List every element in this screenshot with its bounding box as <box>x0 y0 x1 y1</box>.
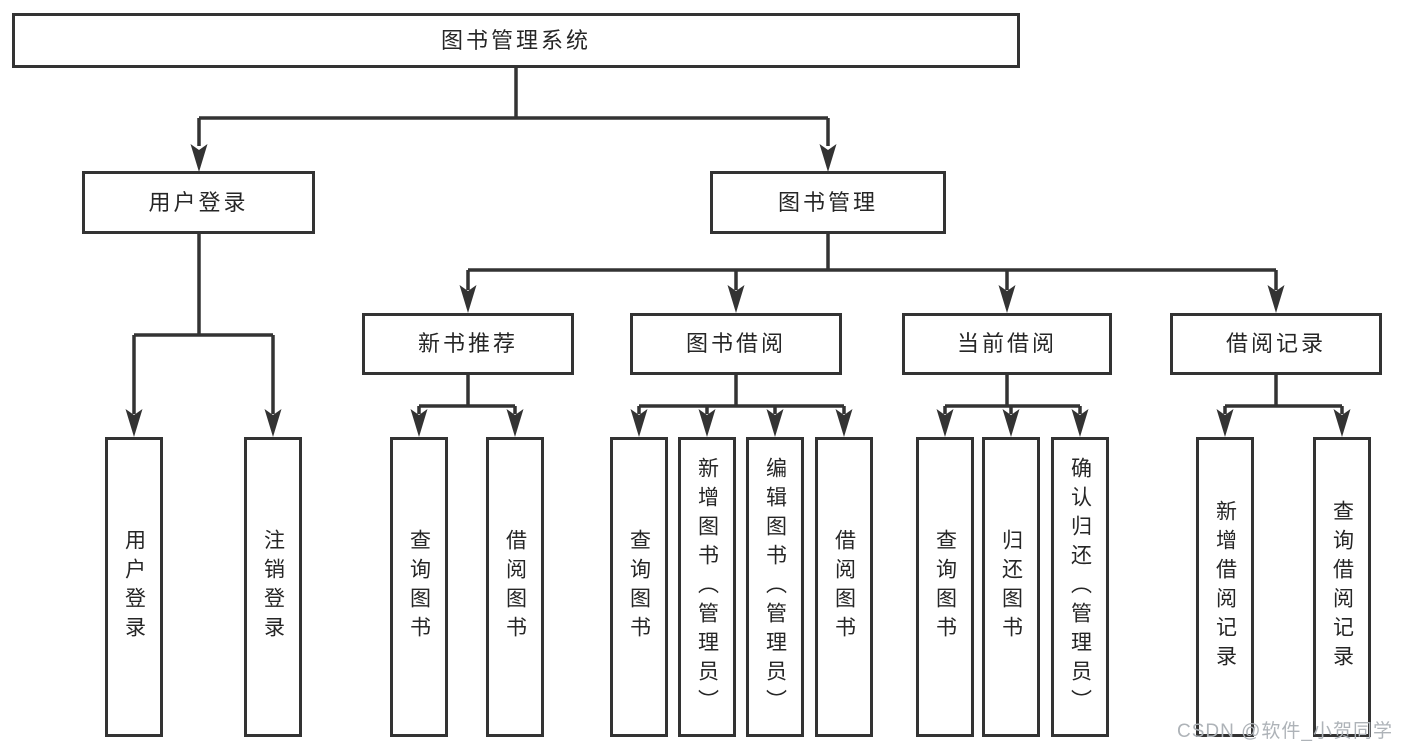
node-label: 确认归还（管理员） <box>1068 456 1092 718</box>
connector-book-borrow-branch <box>637 375 846 414</box>
node-current-borrowing: 当前借阅 <box>902 313 1112 375</box>
leaf-query-books-borrow: 查询图书 <box>610 437 668 737</box>
leaf-borrow-books: 借阅图书 <box>815 437 873 737</box>
arrow-icon <box>1333 409 1351 437</box>
leaf-query-borrow-record: 查询借阅记录 <box>1313 437 1371 737</box>
node-label: 图书管理 <box>777 189 878 215</box>
node-label: 新书推荐 <box>417 331 518 356</box>
arrow-icon <box>766 409 784 437</box>
node-new-book-recommendation: 新书推荐 <box>362 313 574 375</box>
node-label: 图书借阅 <box>685 331 786 356</box>
arrow-icon <box>835 409 853 437</box>
arrow-icon <box>630 409 648 437</box>
node-label: 查询图书 <box>933 529 957 645</box>
leaf-user-login: 用户登录 <box>105 437 163 737</box>
arrow-icon <box>264 409 282 437</box>
leaf-logout: 注销登录 <box>244 437 302 737</box>
arrow-icon <box>506 409 524 437</box>
connector-user-login-branch <box>132 234 275 414</box>
node-label: 注销登录 <box>261 529 285 645</box>
node-label: 借阅图书 <box>832 529 856 645</box>
arrow-icon <box>190 144 208 172</box>
arrow-icon <box>459 285 477 313</box>
arrow-icon <box>936 409 954 437</box>
leaf-query-books-recommend: 查询图书 <box>390 437 448 737</box>
arrow-icon <box>698 409 716 437</box>
arrow-icon <box>1216 409 1234 437</box>
arrow-icon <box>727 285 745 313</box>
leaf-add-books-admin: 新增图书（管理员） <box>678 437 736 737</box>
connector-book-management-branch <box>466 234 1278 290</box>
node-label: 借阅记录 <box>1225 331 1326 356</box>
arrow-icon <box>125 409 143 437</box>
arrow-icon <box>410 409 428 437</box>
node-label: 图书管理系统 <box>440 27 591 53</box>
node-label: 归还图书 <box>999 529 1023 645</box>
node-label: 用户登录 <box>122 529 146 645</box>
watermark: CSDN @软件_小贺同学 <box>1177 721 1393 742</box>
node-label: 查询借阅记录 <box>1330 500 1354 674</box>
node-label: 借阅图书 <box>503 529 527 645</box>
leaf-query-books-current: 查询图书 <box>916 437 974 737</box>
leaf-return-books: 归还图书 <box>982 437 1040 737</box>
node-label: 查询图书 <box>407 529 431 645</box>
node-label: 新增借阅记录 <box>1213 500 1237 674</box>
node-book-borrowing: 图书借阅 <box>630 313 842 375</box>
node-label: 新增图书（管理员） <box>695 456 719 718</box>
node-label: 编辑图书（管理员） <box>763 456 787 718</box>
arrow-icon <box>819 144 837 172</box>
leaf-confirm-return-admin: 确认归还（管理员） <box>1051 437 1109 737</box>
node-label: 用户登录 <box>148 189 249 215</box>
arrow-icon <box>1267 285 1285 313</box>
node-book-management: 图书管理 <box>710 171 946 234</box>
node-user-login: 用户登录 <box>82 171 315 234</box>
leaf-borrow-books-recommend: 借阅图书 <box>486 437 544 737</box>
connector-root-to-level2 <box>197 68 830 146</box>
leaf-edit-books-admin: 编辑图书（管理员） <box>746 437 804 737</box>
arrowheads <box>125 144 1351 437</box>
arrow-icon <box>1071 409 1089 437</box>
node-borrowing-records: 借阅记录 <box>1170 313 1382 375</box>
connector-borrow-records-branch <box>1223 375 1344 414</box>
node-label: 查询图书 <box>627 529 651 645</box>
connector-new-book-branch <box>417 375 517 414</box>
node-label: 当前借阅 <box>956 331 1057 356</box>
connector-current-borrow-branch <box>943 375 1082 414</box>
arrow-icon <box>998 285 1016 313</box>
node-library-management-system: 图书管理系统 <box>12 13 1020 68</box>
arrow-icon <box>1002 409 1020 437</box>
leaf-add-borrow-record: 新增借阅记录 <box>1196 437 1254 737</box>
